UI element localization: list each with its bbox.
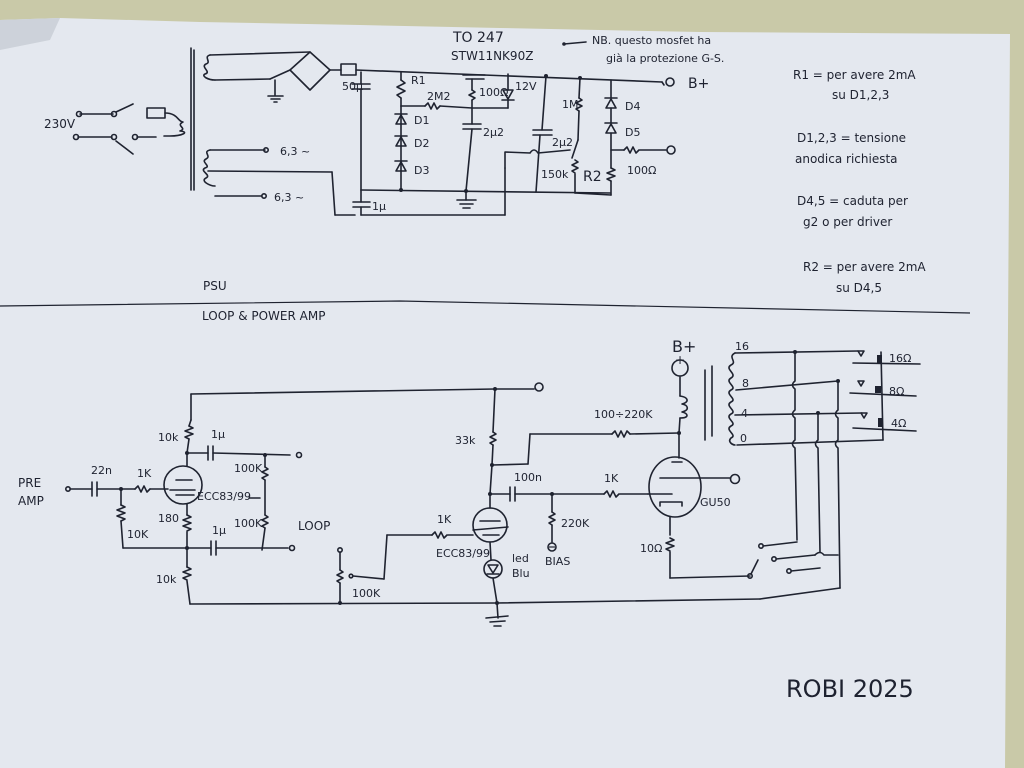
note-3-line1: D4,5 = caduta per (797, 194, 908, 208)
r-ret-label: 100K (234, 517, 263, 530)
loop-label: LOOP (298, 519, 330, 533)
r-bias-label: 220K (561, 517, 590, 530)
bplus-terminal-icon (671, 359, 689, 377)
design-notes: R1 = per avere 2mA su D1,2,3 D1,2,3 = te… (793, 68, 926, 295)
led-label: led (512, 552, 529, 565)
ground-icon (267, 95, 284, 103)
r-2m2-label: 2M2 (427, 90, 451, 103)
note-1-line2: su D1,2,3 (832, 88, 889, 102)
mosfet-part-label: STW11NK90Z (451, 49, 533, 63)
signature: ROBI 2025 (786, 675, 914, 703)
bplus-terminal-icon (534, 382, 544, 392)
mains-label: 230V (44, 117, 76, 131)
psu-section-label: PSU (203, 279, 227, 293)
section-divider (0, 300, 971, 314)
amp-section-label: LOOP & POWER AMP (202, 309, 325, 323)
ground-icon (485, 615, 509, 627)
paper-shadow (0, 18, 60, 50)
tube1-label: ECC83/99 (197, 490, 251, 503)
input-label-2: AMP (18, 494, 44, 508)
g2-terminal-icon (729, 473, 741, 485)
c-in-label: 22n (91, 464, 112, 477)
tap-label-8: 8 (742, 377, 749, 390)
r1-label: R1 (411, 74, 426, 87)
output-16-label: 16Ω (889, 352, 911, 365)
impedance-selector-switch (746, 541, 839, 579)
r-cath2-label: 10k (156, 573, 177, 586)
note-4-line1: R2 = per avere 2mA (803, 260, 926, 274)
note-2-line1: D1,2,3 = tensione (797, 131, 906, 145)
send-jack-icon (295, 451, 303, 459)
gate-resistor-label: 100Ω (479, 86, 508, 99)
d5-label: D5 (625, 126, 640, 139)
heater-label-1: 6,3 ~ (280, 145, 310, 158)
heater-label-2: 6,3 ~ (274, 191, 304, 204)
amp-bplus-label: B+ (672, 337, 696, 356)
mosfet-icon (462, 74, 486, 91)
bottom-cap-label: 1µ (372, 200, 386, 213)
tap-label-0: 0 (740, 432, 747, 445)
gate-cap-label: 2µ2 (483, 126, 504, 139)
bias-terminal-icon (547, 542, 557, 552)
output-jack-16-icon (877, 355, 882, 363)
tap-label-4: 4 (741, 407, 748, 420)
d4-label: D4 (625, 100, 640, 113)
bplus-terminal-icon (665, 77, 675, 87)
ground-icon (456, 190, 477, 209)
paper-sheet (0, 18, 1010, 768)
tube-ecc83-1 (163, 465, 203, 505)
bridge-rectifier-icon (289, 51, 331, 91)
r-fb-label: 100÷220K (594, 408, 653, 421)
d3-label: D3 (414, 164, 429, 177)
note-1-line1: R1 = per avere 2mA (793, 68, 916, 82)
note-2-line2: anodica richiesta (795, 152, 898, 166)
d2-label: D2 (414, 137, 429, 150)
amp-section: PRE AMP 22n 1K 10K ECC83/99 10k 1µ 100K … (18, 337, 921, 627)
pot-label: 100K (352, 587, 381, 600)
power-tube-gu50 (648, 456, 702, 518)
r-send-label: 100K (234, 462, 263, 475)
r-grid2-label: 1K (437, 513, 452, 526)
r-plate2-label: 33k (455, 434, 476, 447)
led-color-label: Blu (512, 567, 530, 580)
c-couple-label: 100n (514, 471, 542, 484)
r2-label: R2 (583, 169, 602, 185)
r-cath3-label: 10Ω (640, 542, 662, 555)
psu-bplus-label: B+ (688, 76, 709, 92)
mosfet-package-label: TO 247 (452, 30, 504, 46)
r-plate1-label: 10k (158, 431, 179, 444)
r-grid3-label: 1K (604, 472, 619, 485)
g2-terminal-icon (666, 145, 676, 155)
r-in-label: 10K (127, 528, 149, 541)
return-jack-icon (288, 544, 296, 552)
output-8-label: 8Ω (889, 385, 904, 398)
r-150k-label: 150k (541, 168, 569, 181)
output-4-label: 4Ω (891, 417, 906, 430)
output-cap-label: 2µ2 (552, 136, 573, 149)
power-tube-label: GU50 (700, 496, 731, 509)
mains-switch (72, 103, 157, 155)
power-bplus-plus: + (675, 353, 685, 367)
note-4-line2: su D4,5 (836, 281, 882, 295)
r-grid1-label: 1K (137, 467, 152, 480)
bias-label: BIAS (545, 555, 570, 568)
zener-12v-label: 12V (515, 80, 537, 93)
tap-label-16: 16 (735, 340, 749, 353)
psu-section: 230V 6,3 ~ 6,3 ~ B+ 50µ (44, 30, 724, 216)
d1-label: D1 (414, 114, 429, 127)
r-100ohm-label: 100Ω (627, 164, 656, 177)
mosfet-note-line2: già la protezione G-S. (606, 52, 724, 65)
note-3-line2: g2 o per driver (803, 215, 892, 229)
output-jack-8-icon (875, 386, 881, 393)
reservoir-cap-label: 50µ (342, 80, 363, 93)
r-cath1-label: 180 (158, 512, 179, 525)
tube2-label: ECC83/99 (436, 547, 490, 560)
input-label-1: PRE (18, 476, 41, 490)
output-jack-4-icon (878, 418, 883, 427)
r-1m-label: 1M (562, 98, 579, 111)
c-out1-label: 1µ (211, 428, 225, 441)
mosfet-note-line1: NB. questo mosfet ha (592, 34, 711, 47)
c-ret-label: 1µ (212, 524, 226, 537)
